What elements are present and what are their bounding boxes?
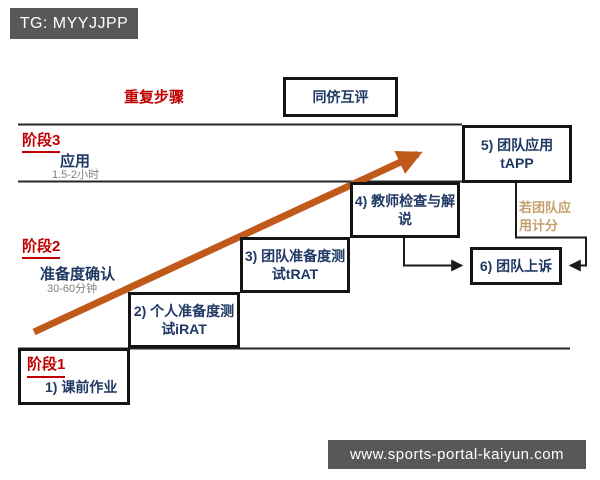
stage3-label: 阶段3 [22, 129, 61, 153]
step5-box: 5) 团队应用 tAPP [462, 125, 572, 183]
repeat-steps-label: 重复步骤 [124, 89, 185, 106]
step3-box: 3) 团队准备度测 试tRAT [240, 237, 350, 293]
step1-label: 1) 课前作业 [45, 378, 118, 395]
tg-watermark-badge: TG: MYYJJPP [10, 8, 138, 39]
peer-evaluation-box: 同侪互评 [283, 77, 398, 117]
stage2-duration: 30-60分钟 [47, 283, 98, 295]
step1-box: 阶段1 1) 课前作业 [18, 348, 130, 405]
if-scored-label: 若团队应 用计分 [519, 200, 572, 233]
step6-label: 6) 团队上诉 [479, 257, 553, 274]
step3-label: 3) 团队准备度测 试tRAT [244, 247, 346, 282]
connector-step4-to-step6 [403, 232, 464, 272]
stage1-label: 阶段1 [27, 355, 66, 378]
step2-box: 2) 个人准备度测 试iRAT [128, 292, 240, 348]
step4-box: 4) 教师检查与解 说 [350, 182, 460, 238]
step5-label: 5) 团队应用 tAPP [480, 136, 554, 171]
site-watermark-badge: www.sports-portal-kaiyun.com [328, 440, 586, 469]
step2-label: 2) 个人准备度测 试iRAT [133, 302, 235, 337]
stage3-duration: 1.5-2小时 [52, 169, 100, 181]
stage3-label-wrap: 阶段3 [22, 129, 61, 153]
stage2-subtitle: 准备度确认 [40, 266, 116, 283]
stage2-label: 阶段2 [22, 235, 61, 259]
connector-step5-to-step6 [515, 177, 587, 272]
stage3-subtitle: 应用 [60, 153, 91, 170]
stage2-label-wrap: 阶段2 [22, 235, 61, 259]
peer-evaluation-label: 同侪互评 [312, 89, 369, 105]
step6-box: 6) 团队上诉 [470, 247, 562, 285]
step4-label: 4) 教师检查与解 说 [354, 192, 456, 227]
